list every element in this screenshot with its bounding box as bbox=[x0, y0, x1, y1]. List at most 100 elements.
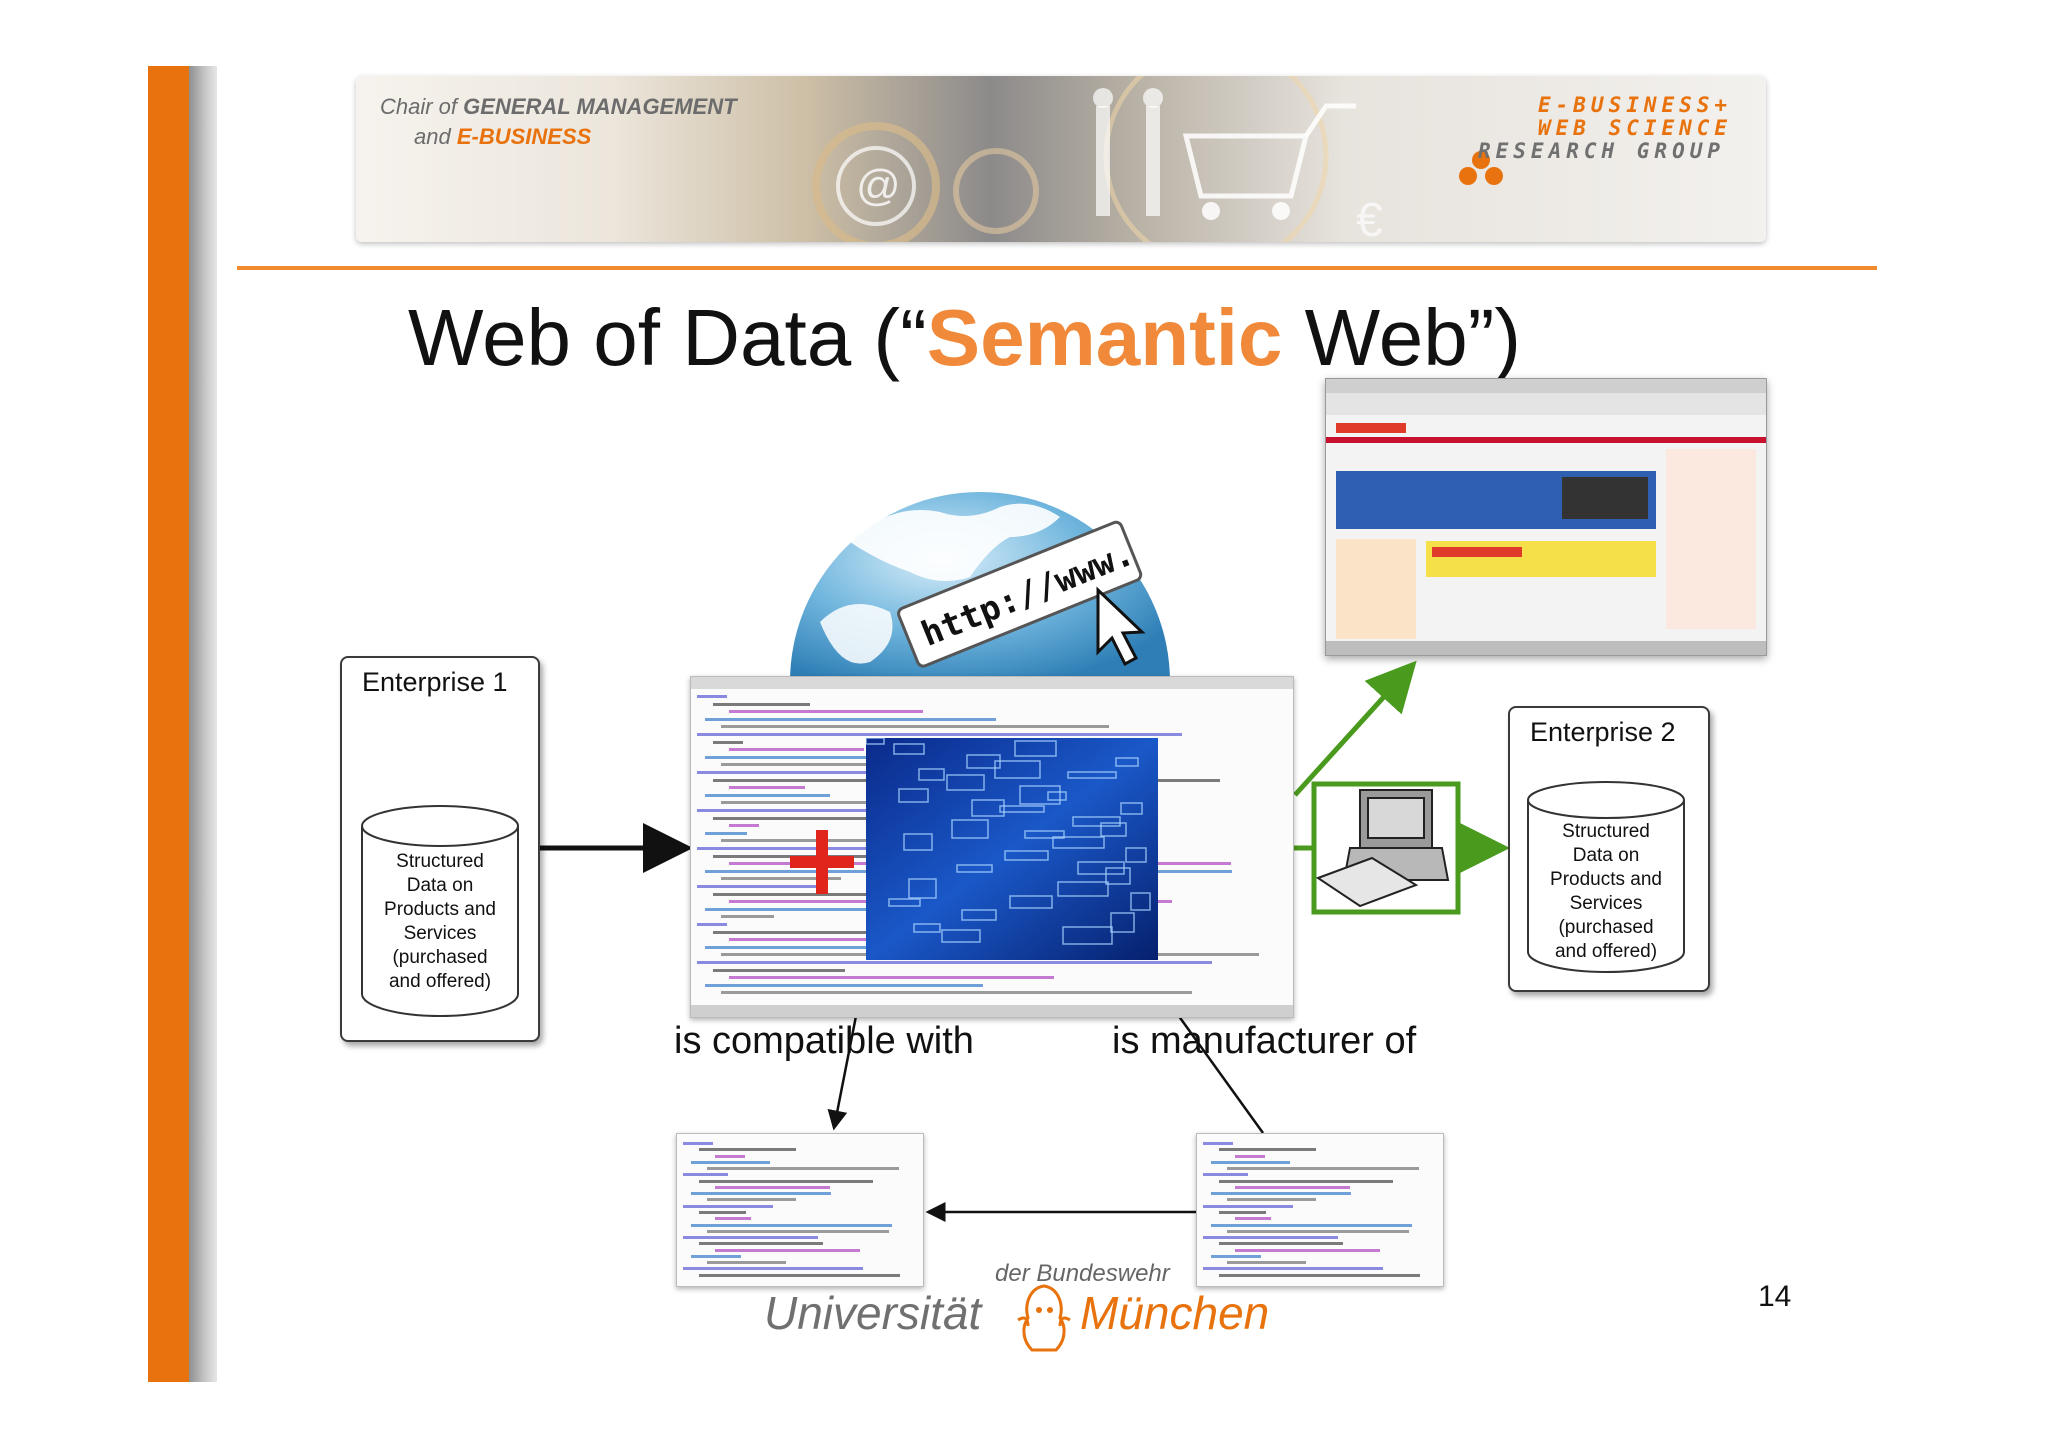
matrix-block bbox=[1120, 802, 1143, 815]
code-line bbox=[1227, 1198, 1316, 1202]
code-line bbox=[713, 892, 995, 896]
code-line bbox=[729, 976, 1054, 980]
banner-illustration: @ € bbox=[812, 76, 1503, 242]
relation-manufacturer-label: is manufacturer of bbox=[1112, 1020, 1417, 1062]
header-divider bbox=[237, 266, 1877, 270]
browser-statusbar bbox=[1326, 641, 1766, 655]
matrix-block bbox=[898, 788, 929, 803]
matrix-block bbox=[951, 819, 989, 839]
code-line bbox=[707, 1261, 786, 1265]
code-line bbox=[1203, 1267, 1383, 1271]
code-line bbox=[1203, 1204, 1293, 1208]
enterprise2-db-line: Services bbox=[1569, 893, 1643, 914]
code-line bbox=[699, 1273, 900, 1277]
group-line-3: RESEARCH GROUP bbox=[1478, 139, 1726, 163]
plus-icon bbox=[790, 830, 854, 894]
enterprise2-db-line: and offered) bbox=[1554, 941, 1658, 962]
matrix-block bbox=[994, 760, 1041, 779]
enterprise1-db-line: Services bbox=[403, 923, 477, 944]
code-line bbox=[705, 983, 983, 987]
university-subtitle: der Bundeswehr bbox=[995, 1260, 1170, 1287]
matrix-block bbox=[908, 878, 937, 899]
enterprise2-db-line: Structured bbox=[1562, 821, 1650, 842]
title-after: Web”) bbox=[1282, 293, 1521, 382]
matrix-block bbox=[1014, 740, 1057, 757]
matrix-block bbox=[999, 805, 1045, 813]
code-line bbox=[721, 801, 975, 805]
matrix-block bbox=[1110, 912, 1135, 933]
enterprise1-title: Enterprise 1 bbox=[362, 667, 508, 697]
code-line bbox=[1219, 1211, 1266, 1214]
matrix-block bbox=[1052, 836, 1105, 849]
code-line bbox=[713, 968, 845, 972]
code-line bbox=[713, 702, 810, 706]
matrix-block bbox=[971, 799, 1005, 817]
matrix-block bbox=[913, 923, 941, 933]
code-line bbox=[697, 695, 727, 698]
code-line bbox=[1235, 1248, 1380, 1252]
code-editor-titlebar bbox=[691, 677, 1293, 689]
enterprise2-db-line: Products and bbox=[1550, 869, 1662, 890]
enterprise1-database-icon bbox=[361, 805, 519, 1017]
code-line bbox=[721, 839, 908, 843]
code-line bbox=[699, 1148, 796, 1152]
header-banner: @ € bbox=[356, 76, 1766, 242]
code-line bbox=[697, 809, 1000, 812]
code-line bbox=[715, 1217, 751, 1221]
code-line bbox=[1235, 1217, 1271, 1221]
slide-left-gray-bar bbox=[189, 66, 217, 1382]
matrix-block bbox=[1072, 816, 1121, 827]
matrix-block bbox=[1009, 895, 1053, 909]
code-line bbox=[691, 1223, 892, 1227]
group-line-1: E-BUSINESS+ bbox=[1538, 93, 1733, 117]
code-line bbox=[1219, 1179, 1393, 1183]
matrix-block bbox=[1062, 926, 1113, 945]
code-line bbox=[1235, 1154, 1265, 1158]
code-line bbox=[1203, 1236, 1338, 1240]
matrix-block bbox=[956, 864, 993, 873]
code-line bbox=[683, 1236, 818, 1240]
matrix-block bbox=[1130, 892, 1151, 911]
code-line bbox=[683, 1267, 863, 1271]
enterprise2-db-line: (purchased bbox=[1558, 917, 1654, 938]
code-line bbox=[683, 1204, 773, 1208]
matrix-block bbox=[941, 929, 981, 943]
code-line bbox=[697, 961, 1212, 964]
code-line bbox=[1211, 1254, 1261, 1258]
code-line bbox=[705, 793, 830, 797]
chair-label: Chair of GENERAL MANAGEMENT and E-BUSINE… bbox=[380, 92, 737, 152]
code-line bbox=[1211, 1192, 1351, 1196]
matrix-block bbox=[1019, 785, 1061, 805]
code-line bbox=[1235, 1185, 1350, 1189]
code-line bbox=[721, 725, 1109, 729]
enterprise1-db-line: Structured bbox=[396, 851, 484, 872]
chair-ebusiness: E-BUSINESS bbox=[456, 124, 592, 149]
matrix-block bbox=[866, 738, 885, 745]
matrix-block bbox=[1067, 771, 1117, 779]
enterprise1-db-label: Structured Data on Products and Services… bbox=[366, 850, 514, 994]
chair-and: and bbox=[414, 124, 451, 149]
code-line bbox=[707, 1198, 796, 1202]
slide-title: Web of Data (“Semantic Web”) bbox=[408, 292, 1521, 384]
globe-illustration: http://www. bbox=[790, 492, 1170, 682]
store-left-column bbox=[1336, 539, 1416, 639]
matrix-block bbox=[918, 768, 945, 781]
code-line bbox=[729, 786, 805, 790]
matrix-block bbox=[1100, 822, 1127, 837]
matrix-block bbox=[1004, 850, 1049, 861]
code-line bbox=[1211, 1160, 1290, 1164]
store-logo bbox=[1336, 423, 1406, 433]
svg-text:€: € bbox=[1356, 194, 1383, 242]
code-line bbox=[713, 740, 743, 744]
page-number: 14 bbox=[1758, 1280, 1792, 1313]
computer-icon bbox=[1315, 789, 1450, 908]
code-line bbox=[691, 1192, 831, 1196]
matrix-block bbox=[1057, 881, 1109, 897]
enterprise1-db-line: Products and bbox=[384, 899, 496, 920]
enterprise2-database-icon bbox=[1527, 781, 1685, 973]
code-line bbox=[705, 717, 996, 721]
matrix-block bbox=[1024, 830, 1065, 839]
code-line bbox=[683, 1142, 713, 1145]
university-name-right: München bbox=[1080, 1287, 1270, 1339]
code-line bbox=[699, 1179, 873, 1183]
